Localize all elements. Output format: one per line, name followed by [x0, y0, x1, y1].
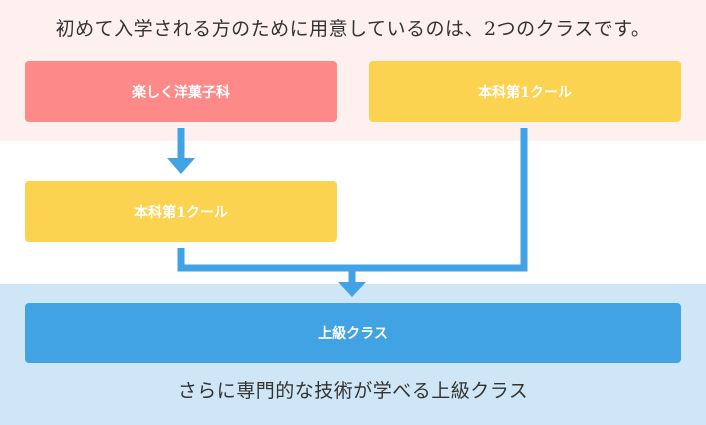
- prep-course-box: 楽しく洋菓子科: [25, 61, 337, 122]
- arrow-prep-to-regular-head: [167, 158, 195, 174]
- advanced-class-box: 上級クラス: [25, 303, 681, 363]
- intro-heading: 初めて入学される方のために用意しているのは、2つのクラスです。: [55, 18, 651, 40]
- advanced-class-caption: さらに専門的な技術が学べる上級クラス: [177, 380, 529, 402]
- regular-course-box-right: 本科第1クール: [369, 61, 681, 122]
- merge-connector-line: [177, 128, 528, 272]
- regular-course-box-left: 本科第1クール: [25, 181, 337, 242]
- arrow-merge-to-advanced-head: [338, 282, 366, 297]
